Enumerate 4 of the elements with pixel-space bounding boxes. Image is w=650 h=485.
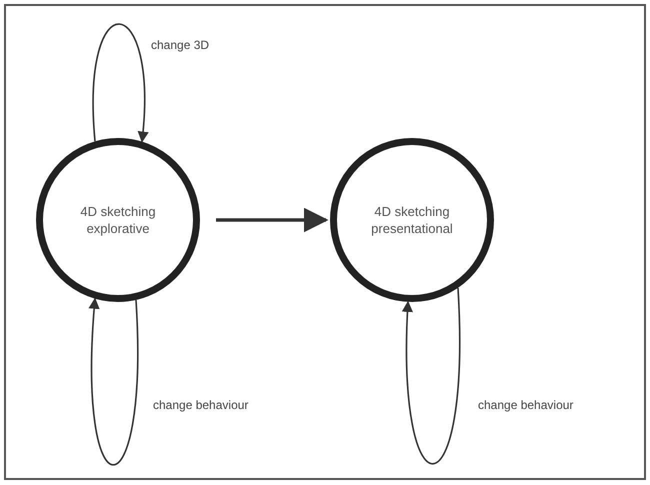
- arrow: [402, 288, 460, 464]
- state-label: 4D sketching explorative: [79, 203, 157, 237]
- arrow: [216, 208, 328, 232]
- state-label: 4D sketching presentational: [370, 203, 454, 237]
